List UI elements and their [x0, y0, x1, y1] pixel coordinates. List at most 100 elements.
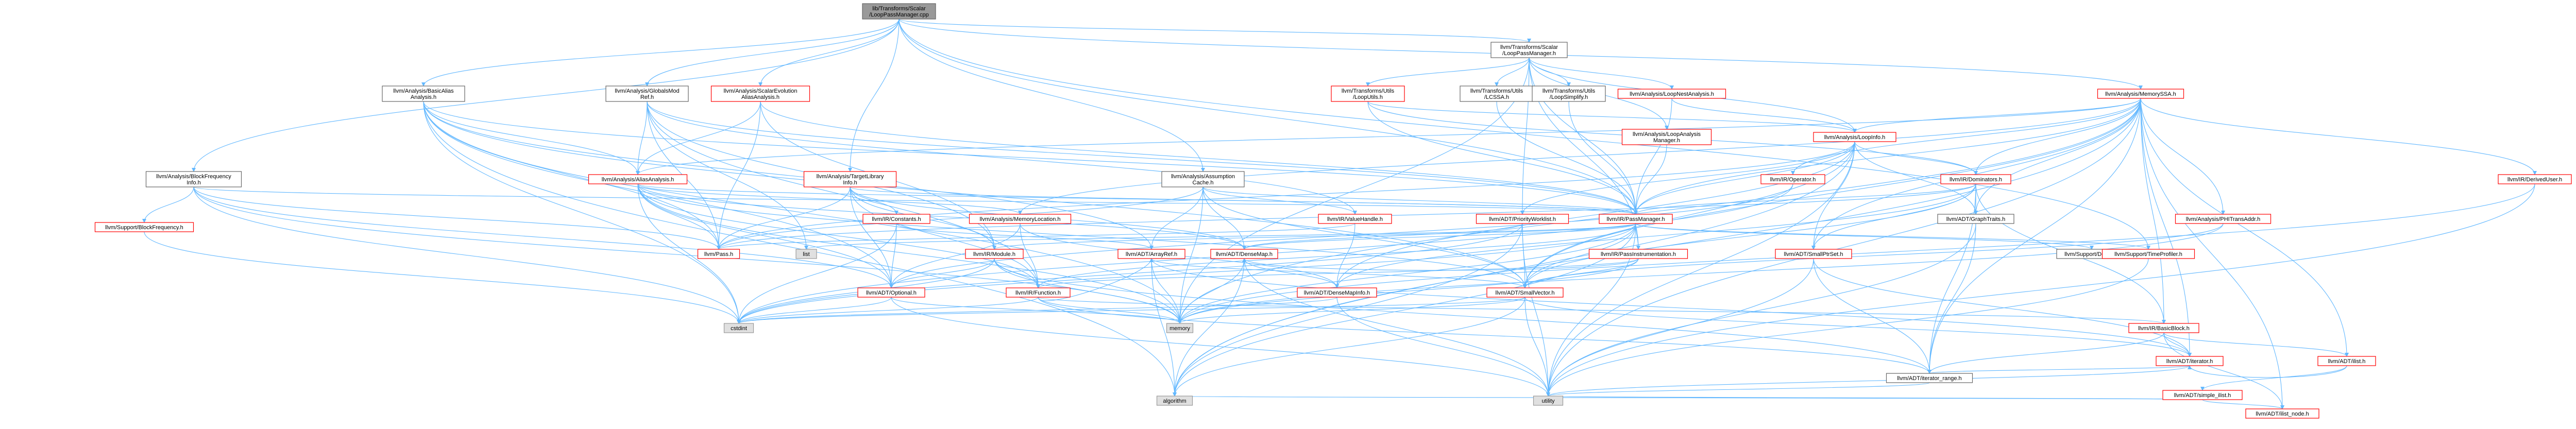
- graph-node-iter[interactable]: llvm/ADT/iterator.h: [2156, 356, 2224, 366]
- graph-node-phi[interactable]: llvm/Analysis/PHITransAddr.h: [2175, 214, 2272, 224]
- graph-edge: [1791, 98, 2141, 175]
- graph-node-box: [1886, 373, 1973, 383]
- graph-edge: [1038, 258, 1154, 301]
- graph-node-const[interactable]: llvm/IR/Constants.h: [862, 214, 930, 224]
- graph-node-func[interactable]: llvm/IR/Function.h: [1006, 287, 1071, 298]
- graph-node-sps[interactable]: llvm/ADT/SmallPtrSet.h: [1775, 249, 1852, 259]
- graph-node-sv[interactable]: llvm/ADT/SmallVector.h: [1486, 287, 1564, 298]
- graph-node-label: llvm/Analysis/TargetLibrary: [817, 174, 884, 180]
- graph-edge: [1546, 382, 1930, 397]
- graph-edge: [1151, 258, 2192, 357]
- graph-node-box: [1006, 287, 1071, 298]
- graph-edge: [2140, 98, 2192, 357]
- graph-node-dmap[interactable]: llvm/ADT/DenseMap.h: [1210, 249, 1278, 259]
- graph-node-pass[interactable]: llvm/Pass.h: [697, 249, 740, 259]
- graph-node-timer[interactable]: llvm/Support/TimeProfiler.h: [2102, 249, 2195, 259]
- graph-node-lcssa[interactable]: llvm/Transforms/Utils/LCSSA.h: [1460, 85, 1534, 102]
- graph-node-pw[interactable]: llvm/ADT/PriorityWorklist.h: [1476, 214, 1569, 224]
- graph-edge-line: [636, 101, 761, 175]
- graph-node-label: llvm/Analysis/LoopNestAnalysis.h: [1630, 91, 1714, 97]
- graph-edge-line: [899, 19, 2150, 250]
- graph-edge: [2140, 98, 2349, 357]
- graph-node-root[interactable]: lib/Transforms/Scalar/LoopPassManager.cp…: [862, 3, 936, 20]
- graph-edge: [891, 297, 1550, 397]
- graph-edge: [423, 101, 893, 288]
- graph-edge-line: [423, 101, 1177, 397]
- graph-node-ls[interactable]: llvm/Transforms/Utils/LoopSimplify.h: [1532, 85, 1606, 102]
- graph-node-dmi[interactable]: llvm/ADT/DenseMapInfo.h: [1297, 287, 1377, 298]
- graph-edge-line: [423, 101, 1154, 250]
- graph-node-opt[interactable]: llvm/ADT/Optional.h: [857, 287, 925, 298]
- graph-node-pinst[interactable]: llvm/IR/PassInstrumentation.h: [1588, 249, 1688, 259]
- graph-node-pm[interactable]: llvm/IR/PassManager.h: [1599, 214, 1673, 224]
- graph-edge-line: [1173, 223, 1523, 397]
- graph-edge-line: [899, 19, 1531, 43]
- graph-edge-line: [647, 101, 1040, 288]
- graph-edge-line: [2202, 399, 2284, 409]
- graph-node-mssa[interactable]: llvm/Analysis/MemorySSA.h: [2097, 89, 2184, 99]
- graph-edge-line: [1202, 186, 1638, 215]
- graph-edge-line: [1927, 365, 2190, 374]
- graph-edge: [1523, 223, 1636, 288]
- graph-edge-line: [1634, 141, 1855, 215]
- graph-node-lna[interactable]: llvm/Analysis/LoopNestAnalysis.h: [1617, 89, 1726, 99]
- graph-node-sil[interactable]: llvm/ADT/simple_ilist.h: [2162, 390, 2243, 400]
- graph-node-aa[interactable]: llvm/Analysis/AliasAnalysis.h: [588, 174, 688, 184]
- graph-edge: [850, 186, 893, 288]
- graph-edge: [717, 141, 1855, 250]
- graph-edge: [1036, 223, 1636, 288]
- graph-node-label: llvm/Analysis/LoopInfo.h: [1824, 134, 1886, 141]
- graph-node-label: Info.h: [843, 180, 857, 186]
- graph-edge-line: [1173, 141, 1855, 397]
- graph-node-vh[interactable]: llvm/IR/ValueHandle.h: [1318, 214, 1392, 224]
- graph-edge: [1038, 297, 1182, 324]
- graph-node-label: lib/Transforms/Scalar: [872, 6, 926, 12]
- graph-node-ml[interactable]: llvm/Analysis/MemoryLocation.h: [969, 214, 1072, 224]
- graph-node-box: [1297, 287, 1377, 298]
- graph-node-module[interactable]: llvm/IR/Module.h: [965, 249, 1024, 259]
- graph-node-lpm[interactable]: llvm/Transforms/Scalar/LoopPassManager.h: [1490, 42, 1568, 58]
- graph-node-box: [862, 214, 930, 224]
- graph-node-op[interactable]: llvm/IR/Operator.h: [1760, 174, 1825, 184]
- graph-edge: [2163, 332, 2349, 357]
- graph-edge-line: [717, 186, 1204, 250]
- graph-node-aref[interactable]: llvm/ADT/ArrayRef.h: [1117, 249, 1185, 259]
- graph-edge-line: [647, 101, 1638, 215]
- graph-node-li[interactable]: llvm/Analysis/LoopInfo.h: [1813, 132, 1896, 142]
- graph-edge: [1523, 183, 1976, 288]
- graph-edge: [737, 223, 897, 324]
- graph-edge: [1202, 186, 1246, 250]
- graph-node-iln[interactable]: llvm/ADT/ilist_node.h: [2245, 408, 2319, 419]
- graph-node-du[interactable]: llvm/IR/DerivedUser.h: [2498, 174, 2572, 184]
- graph-node-box: [1490, 42, 1568, 58]
- graph-node-ilist[interactable]: llvm/ADT/ilist.h: [2317, 356, 2376, 366]
- graph-node-gt[interactable]: llvm/ADT/GraphTraits.h: [1937, 214, 2014, 224]
- graph-node-label: llvm/Analysis/AliasAnalysis.h: [602, 177, 674, 183]
- graph-node-dom[interactable]: llvm/IR/Dominators.h: [1940, 174, 2011, 184]
- graph-node-box: [697, 249, 740, 259]
- graph-edge-line: [423, 101, 1638, 215]
- graph-edge: [193, 186, 721, 250]
- graph-node-itr[interactable]: llvm/ADT/iterator_range.h: [1886, 373, 1973, 383]
- graph-edge-line: [1927, 183, 1976, 374]
- graph-node-scev[interactable]: llvm/Analysis/ScalarEvolutionAliasAnalys…: [710, 85, 810, 102]
- graph-edge-line: [1151, 258, 2192, 357]
- graph-edge-line: [994, 258, 1182, 324]
- graph-edge: [1634, 141, 1855, 215]
- graph-edge: [1811, 141, 1855, 250]
- graph-node-lu[interactable]: llvm/Transforms/Utils/LoopUtils.h: [1331, 85, 1405, 102]
- graph-node-box: [382, 85, 465, 102]
- graph-node-box: [1156, 396, 1193, 406]
- graph-edge-line: [737, 223, 897, 324]
- graph-node-bb[interactable]: llvm/IR/BasicBlock.h: [2128, 323, 2199, 333]
- graph-edge: [848, 19, 900, 172]
- graph-node-bf[interactable]: llvm/Support/BlockFrequency.h: [94, 222, 194, 232]
- graph-edge: [1546, 141, 1855, 397]
- graph-node-box: [1621, 129, 1712, 145]
